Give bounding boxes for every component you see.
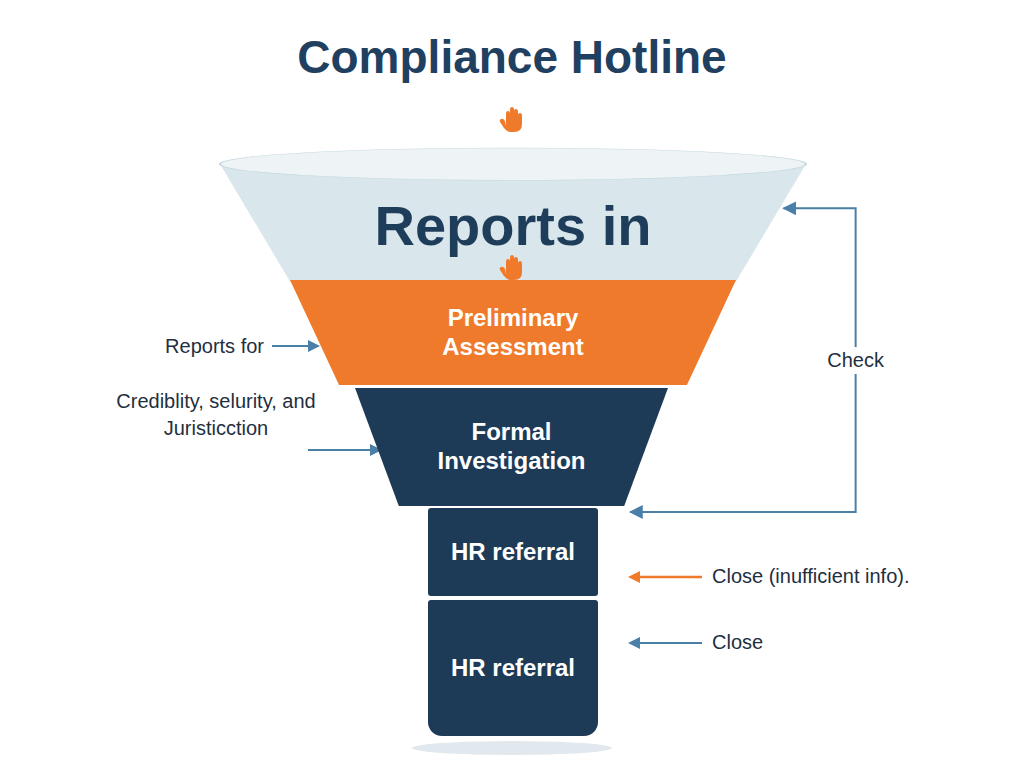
leader-arrowhead [628,571,640,583]
funnel-shadow [412,741,612,755]
leader-arrowhead [628,637,640,649]
band-fill [290,280,736,385]
funnel-stem-segment: HR referral [428,508,598,596]
funnel-body [220,164,806,282]
node-text: Reports in [375,192,652,259]
leader-line [640,642,702,644]
node-text: HR referral [451,654,575,683]
funnel-band: Formal Investigation [355,388,668,506]
node-text: Preliminary Assessment [380,304,646,362]
funnel-band: Preliminary Assessment [290,280,736,385]
leader-line [640,576,702,579]
funnel-top-band: Reports in [220,148,806,282]
leader-line [272,345,310,347]
funnel-stem-segment: HR referral [428,600,598,736]
node-text: HR referral [451,538,575,567]
leader-arrowhead [308,340,320,352]
annotation-label: Close [712,629,912,656]
annotation-label: Crediblity, selurity, and Juristicction [86,388,346,442]
leader-line [308,449,372,451]
hand-icon [500,107,522,132]
connector-label: Check [823,347,888,374]
diagram-title: Compliance Hotline [0,30,1024,84]
annotation-label: Reports for [100,333,264,360]
band-fill [355,388,668,506]
hand-icon [500,255,522,280]
annotation-label: Close (inufficient info). [712,563,1012,590]
node-text: Formal Investigation [415,418,608,476]
funnel-rim [220,148,806,180]
